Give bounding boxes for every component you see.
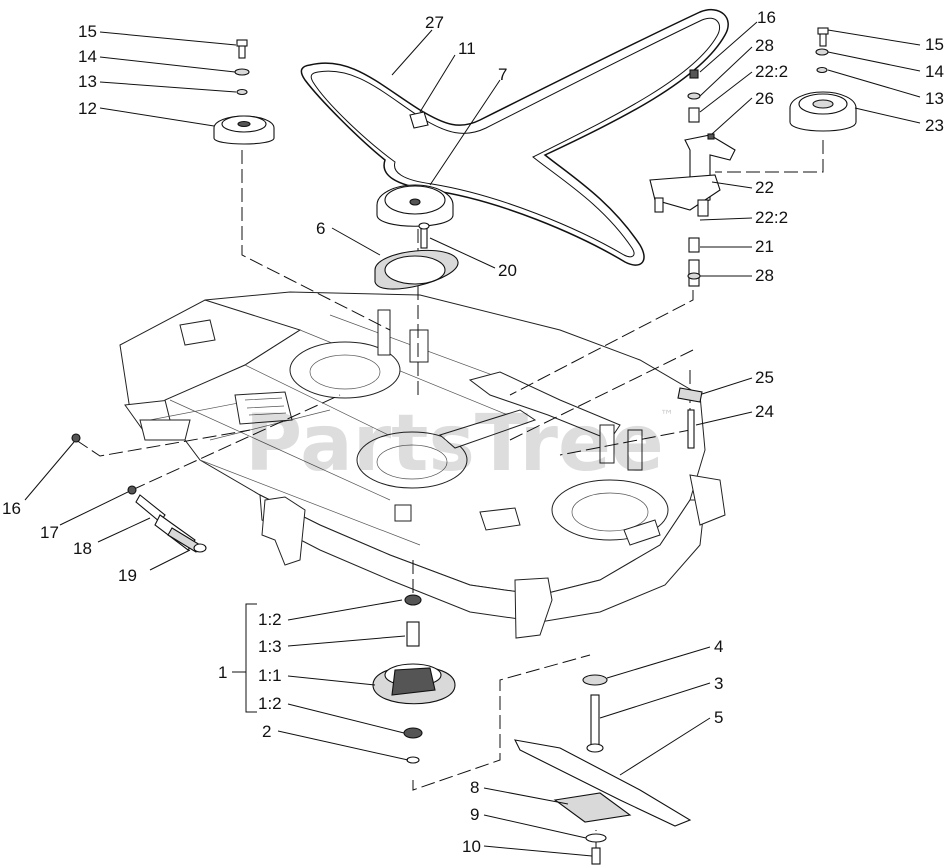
- callout-labels: 15 14 13 12 27 11 7 16 28 22:2 26 15 14 …: [2, 8, 944, 856]
- callout-14-left: 14: [78, 47, 97, 66]
- callout-13-right: 13: [925, 89, 944, 108]
- callout-1-2-top: 1:2: [258, 610, 282, 629]
- leader-lines: [24, 21, 921, 857]
- idler-arm-right: [649, 69, 736, 287]
- callout-8: 8: [470, 778, 479, 797]
- callout-1: 1: [218, 663, 227, 682]
- callout-5: 5: [714, 708, 723, 727]
- callout-24: 24: [755, 402, 774, 421]
- callout-17: 17: [40, 523, 59, 542]
- callout-4: 4: [714, 637, 723, 656]
- bearing-plate: [374, 222, 459, 290]
- callout-22: 22: [755, 178, 774, 197]
- callout-16-left: 16: [2, 499, 21, 518]
- callout-18: 18: [73, 539, 92, 558]
- callout-16-top: 16: [757, 8, 776, 27]
- callout-6: 6: [316, 219, 325, 238]
- callout-1-2-bottom: 1:2: [258, 694, 282, 713]
- mower-deck: [119, 291, 726, 639]
- callout-22-2-top: 22:2: [755, 62, 788, 81]
- idler-pulley-right: [789, 27, 857, 132]
- callout-14-right: 14: [925, 62, 944, 81]
- deck-hardware: [677, 387, 703, 449]
- watermark: PartsTree: [245, 399, 664, 489]
- idler-pulley-left: [213, 39, 275, 145]
- callout-10: 10: [462, 837, 481, 856]
- callout-21: 21: [755, 237, 774, 256]
- callout-7: 7: [498, 65, 507, 84]
- callout-19: 19: [118, 566, 137, 585]
- callout-23: 23: [925, 116, 944, 135]
- callout-28-bottom: 28: [755, 266, 774, 285]
- callout-22-2-bottom: 22:2: [755, 208, 788, 227]
- callout-20: 20: [498, 261, 517, 280]
- spindle-pulley-center: [376, 111, 454, 227]
- callout-26: 26: [755, 89, 774, 108]
- callout-3: 3: [714, 674, 723, 693]
- callout-9: 9: [470, 805, 479, 824]
- callout-15-right: 15: [925, 35, 944, 54]
- watermark-trademark: ™: [660, 408, 674, 424]
- callout-11: 11: [458, 39, 476, 58]
- callout-25: 25: [755, 368, 774, 387]
- callout-1-1: 1:1: [258, 666, 282, 685]
- callout-15-left: 15: [78, 22, 97, 41]
- callout-13-left: 13: [78, 72, 97, 91]
- callout-1-3: 1:3: [258, 637, 282, 656]
- callout-12: 12: [78, 99, 97, 118]
- blade-stack: [514, 674, 692, 865]
- callout-27: 27: [425, 13, 444, 32]
- callout-28-top: 28: [755, 36, 774, 55]
- lift-assist: [71, 433, 207, 553]
- drive-belt: [300, 9, 729, 266]
- spindle-assembly: [372, 594, 456, 764]
- callout-2: 2: [262, 722, 271, 741]
